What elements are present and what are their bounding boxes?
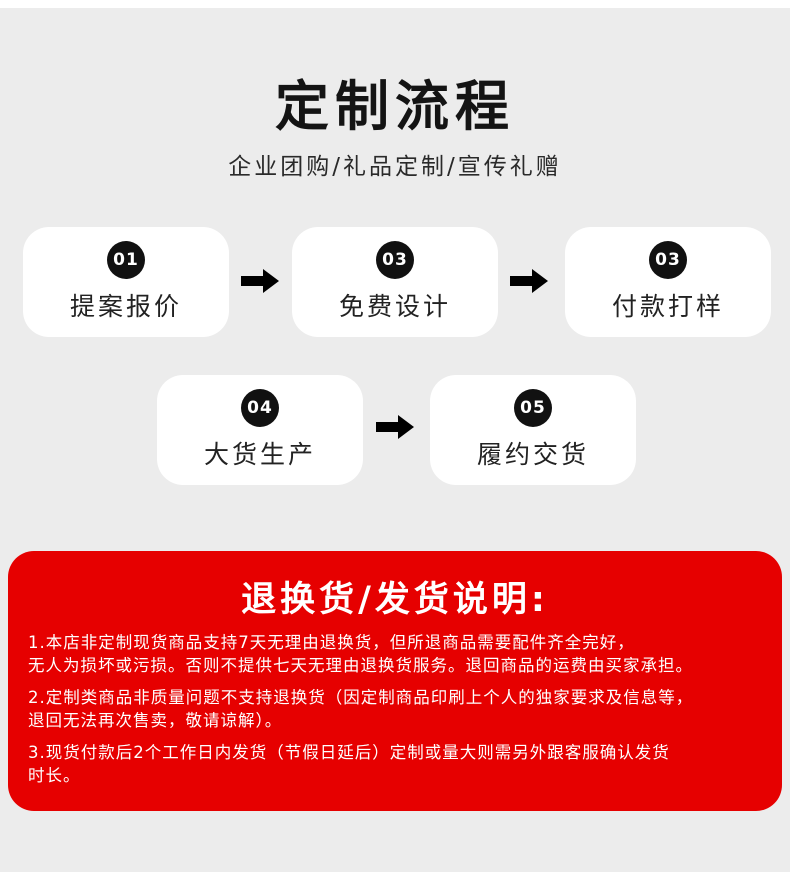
step-label: 提案报价 — [69, 292, 182, 321]
step-number-badge: 03 — [649, 241, 687, 279]
step-number-badge: 04 — [241, 389, 279, 427]
page-title: 定制流程 — [275, 75, 515, 138]
page-subtitle: 企业团购/礼品定制/宣传礼赠 — [228, 154, 562, 180]
return-policy-panel: 退换货/发货说明: 1.本店非定制现货商品支持7天无理由退换货，但所退商品需要配… — [8, 551, 782, 811]
arrow-right-icon — [241, 269, 279, 293]
step-label: 付款打样 — [611, 292, 724, 321]
notice-item-2: 2.定制类商品非质量问题不支持退换货（因定制商品印刷上个人的独家要求及信息等， … — [28, 686, 768, 732]
step-card-5: 05 履约交货 — [430, 375, 636, 485]
top-strip — [0, 0, 790, 8]
step-number-badge: 01 — [107, 241, 145, 279]
arrow-right-icon — [376, 415, 414, 439]
notice-line: 退回无法再次售卖，敬请谅解）。 — [28, 711, 283, 730]
step-label: 大货生产 — [203, 440, 316, 469]
step-label: 履约交货 — [476, 440, 589, 469]
step-card-3: 03 付款打样 — [565, 227, 771, 337]
bottom-strip — [0, 872, 790, 883]
step-number-badge: 05 — [514, 389, 552, 427]
step-label: 免费设计 — [338, 292, 451, 321]
notice-title: 退换货/发货说明: — [241, 580, 549, 620]
notice-line: 3.现货付款后2个工作日内发货（节假日延后）定制或量大则需另外跟客服确认发货 — [28, 743, 670, 762]
step-card-1: 01 提案报价 — [23, 227, 229, 337]
notice-item-3: 3.现货付款后2个工作日内发货（节假日延后）定制或量大则需另外跟客服确认发货 时… — [28, 741, 768, 787]
step-card-4: 04 大货生产 — [157, 375, 363, 485]
step-card-2: 03 免费设计 — [292, 227, 498, 337]
notice-line: 无人为损坏或污损。否则不提供七天无理由退换货服务。退回商品的运费由买家承担。 — [28, 656, 693, 675]
notice-line: 2.定制类商品非质量问题不支持退换货（因定制商品印刷上个人的独家要求及信息等， — [28, 688, 694, 707]
notice-item-1: 1.本店非定制现货商品支持7天无理由退换货，但所退商品需要配件齐全完好， 无人为… — [28, 631, 768, 677]
step-number-badge: 03 — [376, 241, 414, 279]
notice-line: 时长。 — [28, 766, 81, 785]
arrow-right-icon — [510, 269, 548, 293]
notice-line: 1.本店非定制现货商品支持7天无理由退换货，但所退商品需要配件齐全完好， — [28, 633, 635, 652]
